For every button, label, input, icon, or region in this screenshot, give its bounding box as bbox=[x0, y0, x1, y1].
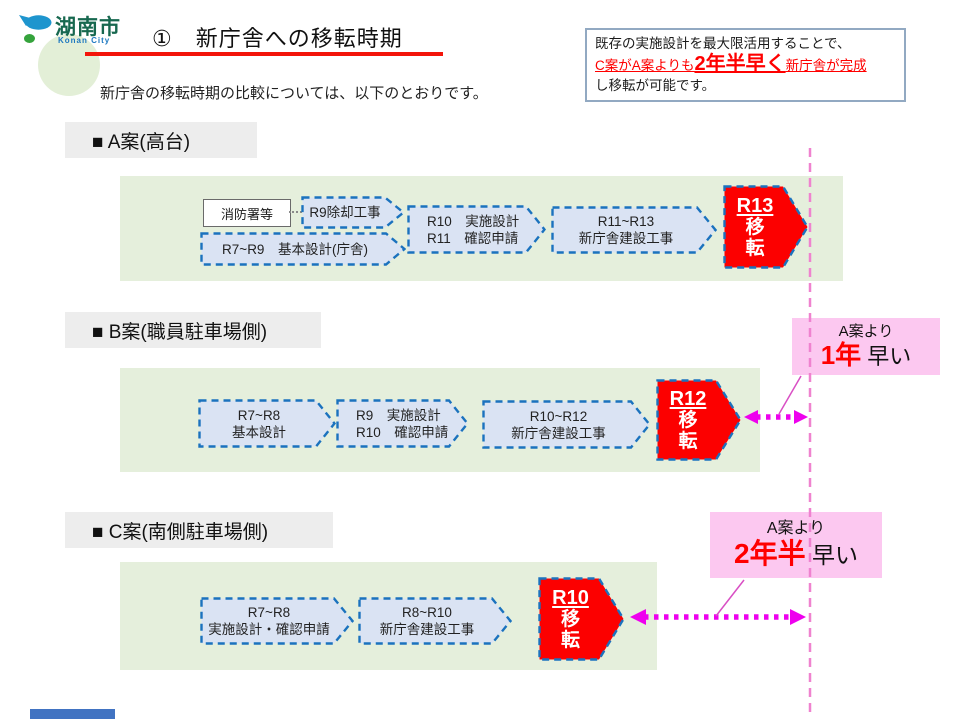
step-text: R8~R10 bbox=[402, 605, 452, 620]
step-text: 新庁舎建設工事 bbox=[578, 231, 674, 246]
move-char: 移 bbox=[745, 216, 765, 238]
callout-line3: し移転が可能です。 bbox=[595, 78, 716, 93]
plan-a-note-connector bbox=[289, 211, 302, 213]
move-char: 移 bbox=[678, 409, 698, 431]
plan-c-step-detail-design: R7~R8 実施設計・確認申請 bbox=[200, 597, 354, 645]
logo-city-name: 湖南市 bbox=[55, 16, 121, 39]
badge-rest: 早い bbox=[861, 343, 912, 369]
step-text: R10 確認申請 bbox=[356, 424, 449, 440]
move-char: 移 bbox=[560, 608, 580, 630]
plan-a-step-demolition: R9除却工事 bbox=[301, 196, 405, 229]
logo-city-name-en: Konan City bbox=[58, 36, 111, 45]
step-text: 基本設計 bbox=[232, 424, 286, 440]
plan-c-badge-connector bbox=[715, 579, 745, 617]
callout-line1: 既存の実施設計を最大限活用することで、 bbox=[595, 36, 851, 51]
move-year: R10 bbox=[552, 586, 589, 609]
move-year: R13 bbox=[736, 194, 774, 217]
step-text: R9 実施設計 bbox=[356, 407, 441, 423]
logo-background-circle bbox=[38, 34, 100, 96]
callout-line2-emphasis: 2年半早く bbox=[694, 53, 786, 75]
plan-b-earlier-badge: A案より 1年 早い bbox=[792, 318, 940, 375]
badge-line1: A案より bbox=[838, 322, 894, 340]
plan-a-fire-station-note: 消防署等 bbox=[203, 199, 291, 227]
badge-emphasis: 1年 bbox=[820, 339, 862, 370]
page-title: ① 新庁舎への移転時期 bbox=[152, 26, 403, 51]
move-char: 転 bbox=[678, 430, 698, 452]
footer-bar bbox=[30, 709, 115, 719]
step-text: R10 実施設計 bbox=[427, 213, 520, 229]
plan-a-label: ■ A案(高台) bbox=[65, 122, 257, 158]
step-text: R9除却工事 bbox=[309, 205, 381, 220]
move-year: R12 bbox=[669, 387, 707, 410]
summary-callout-box: 既存の実施設計を最大限活用することで、 C案がA案よりも2年半早く新庁舎が完成 … bbox=[585, 28, 906, 102]
plan-a-step-construction: R11~R13 新庁舎建設工事 bbox=[551, 206, 717, 254]
step-text: R7~R9 基本設計(庁舎) bbox=[222, 241, 368, 257]
city-bird-logo-icon bbox=[19, 15, 52, 43]
move-char: 転 bbox=[745, 237, 765, 259]
callout-line2-pre: C案がA案よりも bbox=[595, 58, 695, 73]
step-text: R11 確認申請 bbox=[427, 230, 519, 246]
step-text: 新庁舎建設工事 bbox=[379, 622, 475, 637]
plan-a-step-basic-design: R7~R9 基本設計(庁舎) bbox=[200, 232, 406, 266]
move-char: 転 bbox=[560, 629, 580, 651]
step-text: R7~R8 bbox=[247, 605, 291, 620]
intro-text: 新庁舎の移転時期の比較については、以下のとおりです。 bbox=[100, 85, 488, 102]
badge-emphasis: 2年半 bbox=[734, 537, 806, 569]
step-text: R7~R8 bbox=[237, 407, 281, 423]
plan-c-label: ■ C案(南側駐車場側) bbox=[65, 512, 333, 548]
plan-c-earlier-badge: A案より 2年半 早い bbox=[710, 512, 882, 578]
step-text: 実施設計・確認申請 bbox=[208, 622, 330, 637]
badge-line1: A案より bbox=[766, 519, 826, 537]
step-text: R11~R13 bbox=[597, 214, 655, 229]
badge-rest: 早い bbox=[805, 541, 858, 568]
plan-b-badge-connector bbox=[778, 375, 802, 415]
plan-c-step-construction: R8~R10 新庁舎建設工事 bbox=[358, 597, 512, 645]
callout-line2-post: 新庁舎が完成 bbox=[785, 58, 867, 73]
plan-b-label: ■ B案(職員駐車場側) bbox=[65, 312, 321, 348]
step-text: 新庁舎建設工事 bbox=[511, 425, 606, 441]
title-underline bbox=[85, 52, 443, 56]
step-text: R10~R12 bbox=[529, 408, 588, 424]
